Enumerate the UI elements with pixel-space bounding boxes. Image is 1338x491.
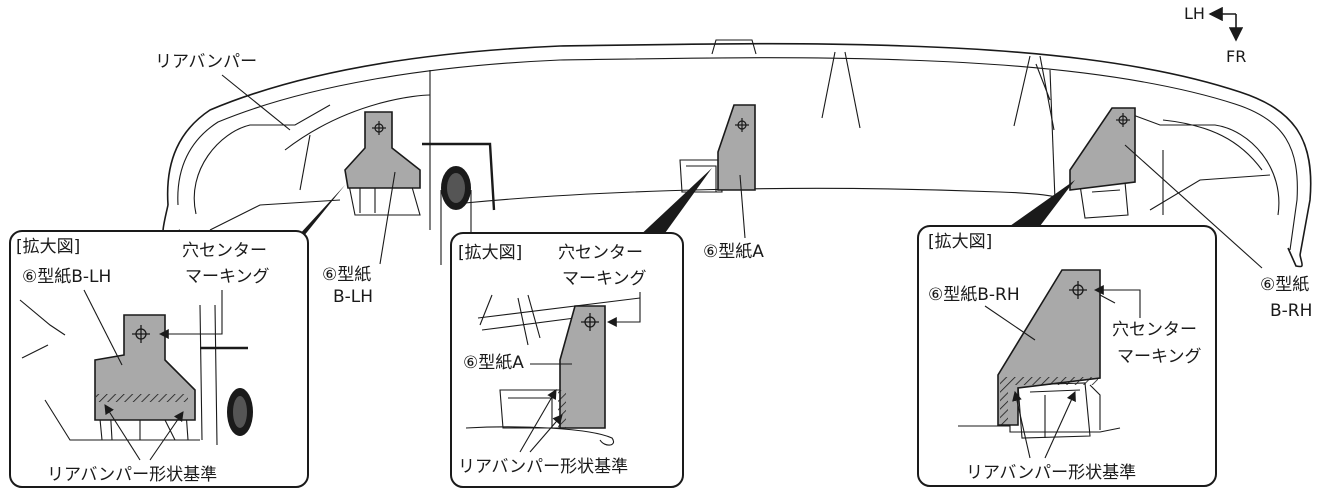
template-b-rh-target-icon [1116, 113, 1130, 127]
detail-center-reference-arrow-1 [519, 389, 557, 453]
template-a-label: ⑥型紙A [703, 242, 764, 262]
left-hole-inner [447, 173, 465, 203]
detail-lh-edge-mid [21, 344, 49, 359]
template-b-lh-target-icon [372, 121, 386, 135]
detail-lh-hole-inner [233, 396, 247, 428]
template-b-lh-label-line2: B-LH [333, 287, 373, 307]
detail-rh-template-label: ⑥型紙B-RH [928, 285, 1020, 305]
bumper-inner-edge [177, 57, 1298, 251]
template-b-lh-shape [344, 111, 421, 189]
callout-wedge-center [635, 168, 712, 240]
detail-rh-reference-arrow-1 [1012, 390, 1031, 459]
right-end-cap [1287, 247, 1303, 268]
detail-rh-hole-line1: 穴センター [1112, 320, 1197, 340]
center-block-detail [686, 165, 717, 192]
main-templates [344, 104, 1136, 191]
detail-lh-edge-upper [19, 299, 66, 336]
detail-rh-panel: [拡大図] ⑥型紙B-RH 穴センター マーキング リアバンパー形状基準 [917, 225, 1217, 487]
left-bracket [422, 142, 496, 211]
bumper-floor-edge [464, 187, 1061, 204]
left-lower-edge [209, 199, 341, 231]
right-pillar-line [1049, 69, 1056, 201]
right-lamp-recess [1124, 111, 1280, 216]
left-inner-panel [284, 94, 431, 151]
left-lamp-recess [193, 104, 331, 215]
bumper-leader [221, 74, 291, 131]
bumper-outline [162, 39, 1312, 268]
detail-lh-reference-arrow-1 [104, 404, 141, 461]
orientation-indicator: LH FR [1184, 4, 1246, 66]
detail-lh-wall [199, 304, 218, 446]
right-lower-edge [1149, 174, 1271, 211]
lh-direction-label: LH [1184, 4, 1205, 23]
detail-lh-panel: [拡大図] ⑥型紙B-LH 穴センター マーキング リアバンパー形状基準 [9, 230, 309, 488]
bumper-label: リアバンパー [155, 52, 257, 72]
right-block-detail [1091, 189, 1121, 193]
detail-rh-hole-arrow [1093, 285, 1141, 318]
detail-rh-hatch [1000, 377, 1098, 385]
template-b-rh-label-line2: B-RH [1270, 301, 1312, 321]
detail-center-template-shape [559, 305, 606, 429]
template-b-rh-leader [1124, 144, 1263, 269]
template-b-lh-label-line1: ⑥型紙 [322, 265, 371, 285]
detail-center-target-icon [581, 313, 599, 331]
detail-rh-block-detail [1029, 389, 1081, 438]
detail-rh-template-leader [984, 305, 1036, 341]
detail-center-reference-arrow-2 [529, 414, 563, 453]
detail-rh-title: [拡大図] [928, 232, 992, 252]
detail-center-template-label: ⑥型紙A [463, 353, 524, 373]
template-b-rh-label-line1: ⑥型紙 [1260, 275, 1309, 295]
detail-center-title: [拡大図] [458, 243, 522, 263]
template-b-lh-leader [379, 171, 396, 265]
detail-center-ribs [477, 294, 641, 346]
center-tab [711, 39, 757, 55]
detail-rh-target-icon [1069, 281, 1087, 299]
detail-lh-hole-line1: 穴センター [182, 241, 267, 261]
template-a-target-icon [735, 118, 749, 132]
right-ribs [1013, 55, 1055, 131]
detail-lh-target-icon [132, 325, 150, 343]
detail-center-hole-line1: 穴センター [558, 243, 643, 263]
template-a-leader [739, 174, 746, 239]
detail-lh-template-label: ⑥型紙B-LH [22, 267, 111, 287]
detail-rh-floor [958, 425, 1121, 433]
detail-rh-hatch-side [1000, 385, 1008, 425]
detail-rh-reference-label: リアバンパー形状基準 [966, 463, 1136, 483]
detail-rh-side-wall [1089, 384, 1101, 430]
detail-lh-reference-label: リアバンパー形状基準 [47, 465, 217, 485]
template-a-shape [717, 104, 756, 191]
detail-rh-hole-line2: マーキング [1117, 347, 1202, 367]
left-block-detail [359, 185, 376, 213]
detail-center-panel: [拡大図] 穴センター マーキング ⑥型紙A リアバンパー形状基準 [450, 232, 684, 488]
detail-lh-hole-line2: マーキング [185, 267, 270, 287]
detail-lh-reference-arrow-2 [149, 411, 184, 461]
fr-direction-label: FR [1226, 47, 1246, 66]
callout-wedge-rh [1010, 180, 1075, 226]
detail-lh-title: [拡大図] [16, 237, 80, 257]
detail-center-reference-label: リアバンパー形状基準 [458, 457, 628, 477]
detail-center-hatch [558, 390, 566, 428]
detail-rh-side-tick [1099, 294, 1116, 304]
detail-lh-hole-arrow [158, 290, 223, 339]
bumper-top-edge [166, 42, 1312, 256]
main-labels: リアバンパー ⑥型紙 B-LH ⑥型紙A ⑥型紙 B-RH [155, 52, 1312, 321]
detail-lh-hatch [96, 394, 188, 402]
template-b-rh-shape [1069, 107, 1136, 191]
right-inner-panel [1162, 119, 1263, 171]
detail-center-hole-arrow [606, 292, 641, 327]
detail-center-floor [465, 426, 614, 446]
center-ribs [821, 51, 861, 129]
detail-center-hole-line2: マーキング [562, 269, 647, 289]
detail-lh-template-leader [83, 289, 123, 366]
left-inner-wall [299, 134, 311, 191]
center-block [679, 159, 723, 193]
detail-rh-reference-arrow-2 [1044, 390, 1076, 459]
